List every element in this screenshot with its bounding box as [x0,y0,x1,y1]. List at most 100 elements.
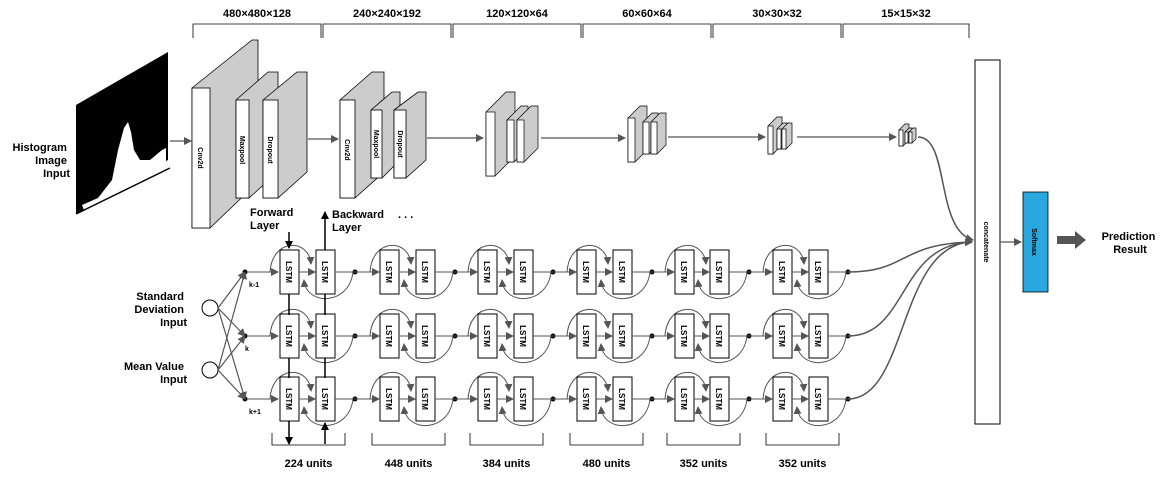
cnn-small-blocks [485,91,917,177]
dim-label: 120×120×64 [486,8,549,20]
lstm-cell-label: LSTM [284,388,293,410]
lstm-cell-label: LSTM [518,325,527,347]
softmax-label: Softmax [1030,228,1037,256]
units-brace [569,433,644,446]
cnn-to-concat-curve [917,136,974,243]
time-label-k: k [245,346,249,353]
recurrent-arc [694,398,748,427]
units-brace [469,433,544,446]
recurrent-arc [566,245,612,273]
lstm-grid: LSTM LSTM LSTM LSTM LSTM LSTM LSTM LSTM LSTM LSTM… [217,211,973,445]
units-brace [371,433,446,446]
input-fan-link [217,271,247,371]
feature-map-face [506,119,515,163]
recurrent-arc [400,335,454,364]
lstm-cell-label: LSTM [284,261,293,283]
input-fan-link [217,271,246,309]
recurrent-arc [694,271,748,300]
std-input-node [201,299,219,317]
recurrent-arc [300,271,354,300]
lstm-cell-label: LSTM [482,261,491,283]
lstm-cell-label: LSTM [679,388,688,410]
dim-brace [192,23,322,38]
feature-map-face [516,119,525,163]
feature-map-face [485,111,496,177]
lstm-cell-label: LSTM [284,325,293,347]
recurrent-arc [369,245,415,273]
maxpool-label-2: Maxpool [372,130,379,158]
concatenate-label: concatenate [982,222,989,263]
lstm-cell-label: LSTM [617,325,626,347]
recurrent-arc [369,309,415,337]
lstm-cell-label: LSTM [813,388,822,410]
units-label: 352 units [680,458,728,470]
lstm-cell-label: LSTM [581,261,590,283]
lstm-to-concat-curve [847,238,973,337]
dim-label: 30×30×32 [752,8,802,20]
lstm-cell-label: LSTM [384,388,393,410]
units-label: 480 units [583,458,631,470]
dropout-label-1: Dropout [266,136,273,164]
histogram-image [75,52,171,215]
dim-brace [712,23,842,38]
lstm-cell-label: LSTM [420,388,429,410]
recurrent-arc [597,271,651,300]
recurrent-arc [762,309,808,337]
lstm-cell-label: LSTM [679,325,688,347]
lstm-cell-label: LSTM [581,388,590,410]
recurrent-arc [400,398,454,427]
feature-map-face [898,129,904,147]
feature-map-face [904,131,909,144]
lstm-cell-label: LSTM [714,261,723,283]
cnn-block-1: Cnv2d Maxpool Dropout [191,39,308,229]
recurrent-arc [400,271,454,300]
prediction-arrow [1057,231,1086,249]
mean-input-label: Mean Value Input [124,361,187,386]
recurrent-arc [498,335,552,364]
units-brace [666,433,741,446]
lstm-cell-label: LSTM [518,388,527,410]
concatenate-box [974,59,1001,425]
histogram-input-label: Histogram Image Input [13,142,71,180]
time-label-k-minus-1: k-1 [249,282,259,289]
lstm-cell-label: LSTM [714,325,723,347]
units-label: 384 units [483,458,531,470]
dim-brace [842,23,970,38]
lstm-cell-label: LSTM [617,388,626,410]
recurrent-arc [597,335,651,364]
dim-brace [322,23,452,38]
recurrent-arc [467,372,513,400]
input-fan-link [217,335,246,371]
lstm-cell-label: LSTM [518,261,527,283]
recurrent-arc [793,398,847,427]
maxpool-label-1: Maxpool [238,136,245,164]
units-brace [271,433,346,446]
dim-label: 60×60×64 [622,8,672,20]
recurrent-arc [793,335,847,364]
recurrent-arc [762,372,808,400]
dim-label: 15×15×32 [881,8,931,20]
lstm-cell-label: LSTM [320,261,329,283]
input-fan-link [217,369,246,400]
dim-label: 240×240×192 [353,8,421,20]
lstm-to-concat-curve [847,238,973,400]
units-label: 448 units [385,458,433,470]
prediction-label: Prediction Result [1102,231,1159,256]
mean-input-node [201,361,219,379]
dim-label: 480×480×128 [223,8,291,20]
units-brace [765,433,840,446]
feature-map-face [650,121,658,155]
lstm-cell-label: LSTM [813,325,822,347]
recurrent-arc [694,335,748,364]
recurrent-arc [467,245,513,273]
feature-map-face [767,125,774,155]
lstm-cell-label: LSTM [777,325,786,347]
lstm-cell-label: LSTM [679,261,688,283]
dropout-label-2: Dropout [396,130,403,158]
feature-map-face [642,121,650,155]
recurrent-arc [664,372,710,400]
feature-map-face [781,128,787,150]
recurrent-arc [467,309,513,337]
